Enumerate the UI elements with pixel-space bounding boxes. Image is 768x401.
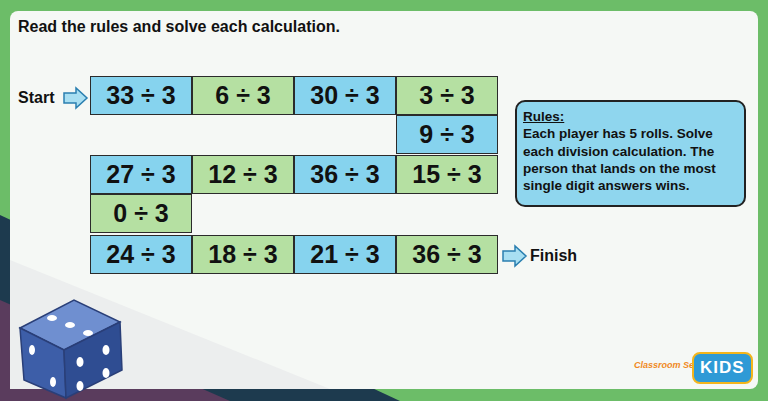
title: Read the rules and solve each calculatio…: [18, 18, 340, 36]
rules-text: Each player has 5 rolls. Solve each divi…: [523, 125, 738, 194]
panel: [10, 11, 758, 389]
board-square: 12 ÷ 3: [192, 155, 294, 194]
board-square: 36 ÷ 3: [294, 155, 396, 194]
board-square: 0 ÷ 3: [90, 194, 192, 233]
calculation: 36 ÷ 3: [310, 160, 379, 189]
board-square: 15 ÷ 3: [396, 155, 498, 194]
board-square: 24 ÷ 3: [90, 235, 192, 274]
calculation: 33 ÷ 3: [106, 81, 175, 110]
finish-arrow: [503, 246, 526, 266]
board-square: 21 ÷ 3: [294, 235, 396, 274]
board-square: 3 ÷ 3: [396, 76, 498, 115]
board-square: 6 ÷ 3: [192, 76, 294, 115]
calculation: 21 ÷ 3: [310, 240, 379, 269]
board-square: 18 ÷ 3: [192, 235, 294, 274]
calculation: 15 ÷ 3: [412, 160, 481, 189]
calculation: 0 ÷ 3: [113, 199, 168, 228]
dice: [20, 300, 122, 398]
calculation: 18 ÷ 3: [208, 240, 277, 269]
calculation: 9 ÷ 3: [419, 120, 474, 149]
start-arrow: [64, 88, 87, 108]
calculation: 27 ÷ 3: [106, 160, 175, 189]
logo-badge: KIDS: [692, 352, 753, 384]
calculation: 3 ÷ 3: [419, 81, 474, 110]
board-square: 9 ÷ 3: [396, 115, 498, 154]
calculation: 6 ÷ 3: [215, 81, 270, 110]
rules-box: Rules:Each player has 5 rolls. Solve eac…: [515, 100, 746, 207]
calculation: 12 ÷ 3: [208, 160, 277, 189]
board-square: 27 ÷ 3: [90, 155, 192, 194]
calculation: 24 ÷ 3: [106, 240, 175, 269]
calculation: 30 ÷ 3: [310, 81, 379, 110]
finish-label: Finish: [530, 247, 577, 265]
board-square: 33 ÷ 3: [90, 76, 192, 115]
board-square: 30 ÷ 3: [294, 76, 396, 115]
rules-heading: Rules:: [523, 108, 738, 125]
start-label: Start: [18, 89, 54, 107]
board-square: 36 ÷ 3: [396, 235, 498, 274]
calculation: 36 ÷ 3: [412, 240, 481, 269]
